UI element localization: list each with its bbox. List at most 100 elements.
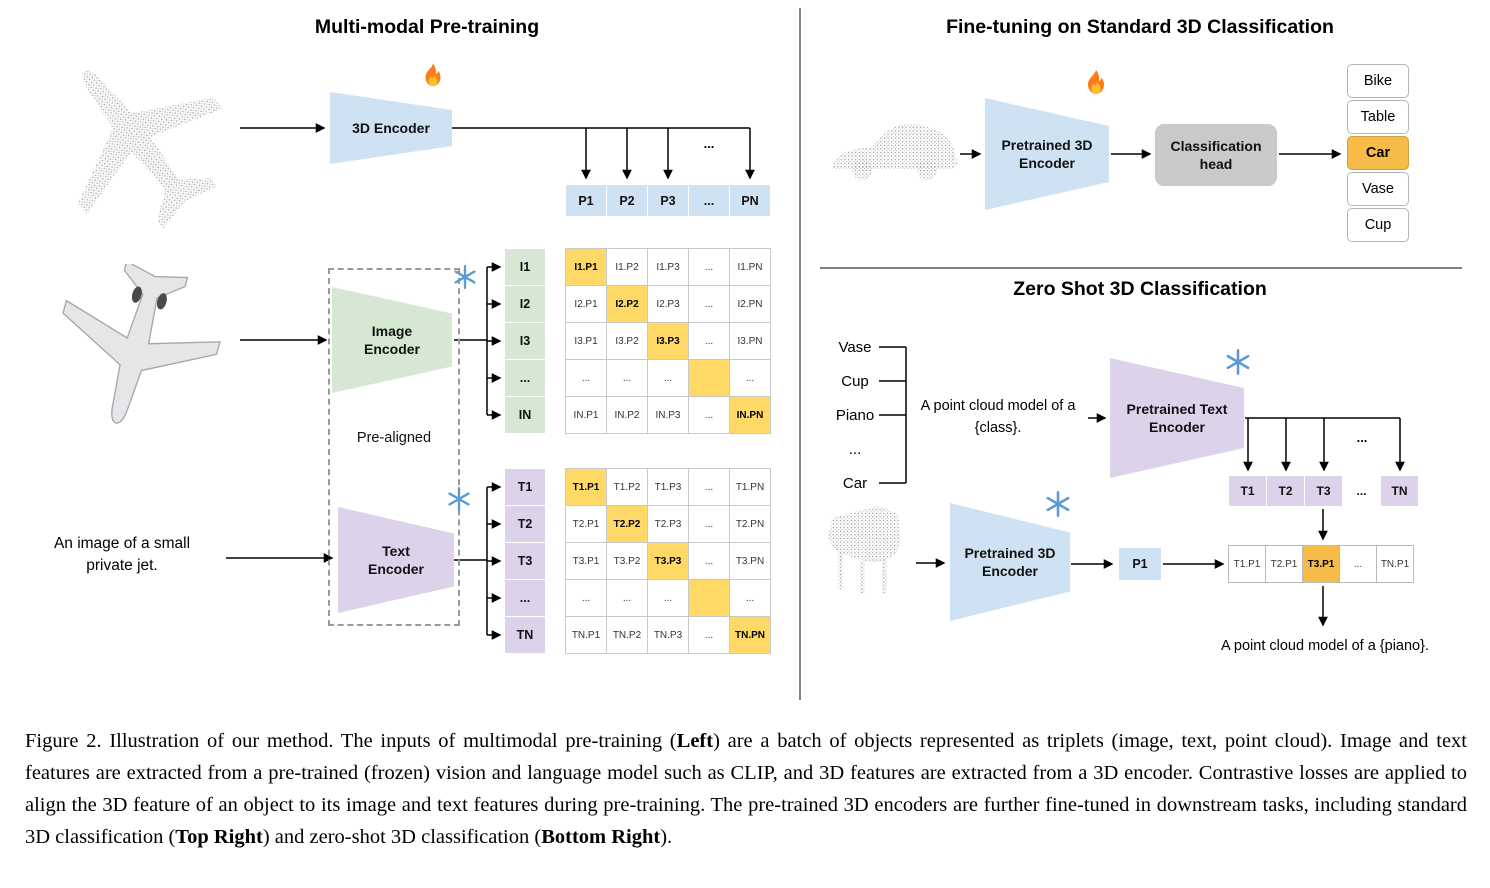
fire-icon [1088, 66, 1104, 94]
class-cell: Vase [1347, 172, 1409, 206]
zs-class-item: Cup [841, 372, 869, 390]
i-label-cell: I1 [505, 249, 545, 285]
text-matrix-cell: T3.PN [730, 543, 770, 579]
text-matrix-cell: ... [689, 506, 729, 542]
snowflake-icon [1226, 349, 1250, 375]
text-matrix-cell: ... [648, 580, 688, 616]
text-matrix-cell: T3.P3 [648, 543, 688, 579]
zs-t-cell: ... [1356, 484, 1367, 498]
zs-result-cell: TN.P1 [1376, 545, 1414, 583]
image-matrix-cell: I2.P2 [607, 286, 647, 322]
left-panel-title: Multi-modal Pre-training [314, 16, 540, 38]
t-label-cell: T2 [505, 506, 545, 542]
image-matrix-cell: I2.P3 [648, 286, 688, 322]
image-matrix-cell: I2.P1 [566, 286, 606, 322]
i-label-cell: ... [505, 360, 545, 396]
airplane-point-cloud [78, 70, 223, 228]
text-matrix-cell: TN.P3 [648, 617, 688, 653]
jet-image [62, 264, 221, 424]
class-cell: Bike [1347, 64, 1409, 98]
zs-class-item: ... [848, 440, 862, 458]
t-label-cell: T3 [505, 543, 545, 579]
caption-bold-segment: Top Right [175, 825, 263, 848]
zs-result-cell: T2.P1 [1265, 545, 1303, 583]
image-matrix-cell: ... [607, 360, 647, 396]
text-encoder-label: Text Encoder [367, 542, 424, 577]
caption-text-segment: ). [660, 825, 673, 848]
snowflake-icon [1046, 491, 1070, 517]
p-header-cell: P3 [648, 185, 688, 216]
image-matrix-cell: I3.P1 [566, 323, 606, 359]
text-matrix-cell: T3.P1 [566, 543, 606, 579]
zs-t-cell: T2 [1267, 476, 1304, 506]
zs-t-cell: TN [1381, 476, 1418, 506]
classification-head: Classification head [1155, 124, 1277, 186]
zs-p1-cell: P1 [1119, 548, 1161, 580]
zs-class-item: Car [842, 474, 868, 492]
image-matrix-cell: I3.P3 [648, 323, 688, 359]
image-matrix-cell [689, 360, 729, 396]
caption-bold-segment: Left [676, 730, 714, 752]
image-matrix-cell: IN.P3 [648, 397, 688, 433]
text-matrix-cell: ... [607, 580, 647, 616]
image-encoder-label: Image Encoder [363, 322, 420, 357]
text-matrix-cell: TN.P1 [566, 617, 606, 653]
text-matrix-cell: ... [730, 580, 770, 616]
image-matrix-cell: IN.P2 [607, 397, 647, 433]
zero-shot-title: Zero Shot 3D Classification [1013, 278, 1267, 300]
image-matrix-cell: IN.PN [730, 397, 770, 433]
image-matrix-cell: ... [689, 397, 729, 433]
p-header-cell: PN [730, 185, 770, 216]
piano-point-cloud [829, 506, 900, 594]
figure-caption: Figure 2. Illustration of our method. Th… [25, 726, 1467, 854]
caption-text-segment: ) are a batch of objects represented as … [25, 730, 1467, 848]
caption-bold-segment: Bottom Right [541, 825, 661, 848]
image-matrix-cell: I1.P1 [566, 249, 606, 285]
top-right-title: Fine-tuning on Standard 3D Classificatio… [946, 16, 1334, 38]
p-header-cell: ... [689, 185, 729, 216]
text-matrix-cell: T2.PN [730, 506, 770, 542]
text-matrix-cell: T1.P2 [607, 469, 647, 505]
zs-result-caption: A point cloud model of a {piano}. [1221, 638, 1429, 654]
fire-icon [425, 59, 441, 87]
image-matrix-cell: ... [689, 249, 729, 285]
image-matrix-cell: ... [648, 360, 688, 396]
image-matrix-cell: I1.PN [730, 249, 770, 285]
pretrained-text-encoder: Pretrained Text Encoder [1110, 358, 1244, 478]
image-matrix-cell: ... [566, 360, 606, 396]
ellipsis-above-p-row: ... [703, 136, 715, 151]
image-matrix-cell: I2.PN [730, 286, 770, 322]
car-point-cloud [832, 123, 958, 180]
text-input-caption: An image of a small private jet. [53, 535, 191, 574]
class-cell: Cup [1347, 208, 1409, 242]
text-matrix-cell: TN.P2 [607, 617, 647, 653]
i-label-cell: I2 [505, 286, 545, 322]
zs-result-cell: T3.P1 [1302, 545, 1340, 583]
pre-aligned-box [328, 268, 460, 626]
p-header-cell: P2 [607, 185, 647, 216]
image-matrix-cell: I3.PN [730, 323, 770, 359]
text-matrix-cell: T2.P2 [607, 506, 647, 542]
text-matrix-cell [689, 580, 729, 616]
image-matrix-cell: ... [730, 360, 770, 396]
image-matrix-cell: IN.P1 [566, 397, 606, 433]
zs-class-item: Piano [835, 406, 875, 424]
text-matrix-cell: T2.P1 [566, 506, 606, 542]
i-label-cell: IN [505, 397, 545, 433]
i-label-cell: I3 [505, 323, 545, 359]
snowflake-icon [454, 264, 476, 290]
encoder-3d: 3D Encoder [330, 92, 452, 164]
text-matrix-cell: ... [689, 469, 729, 505]
t-label-cell: TN [505, 617, 545, 653]
text-matrix-cell: T1.PN [730, 469, 770, 505]
ellipsis-above-t-row: ... [1356, 430, 1368, 445]
zs-t-cell: T3 [1305, 476, 1342, 506]
